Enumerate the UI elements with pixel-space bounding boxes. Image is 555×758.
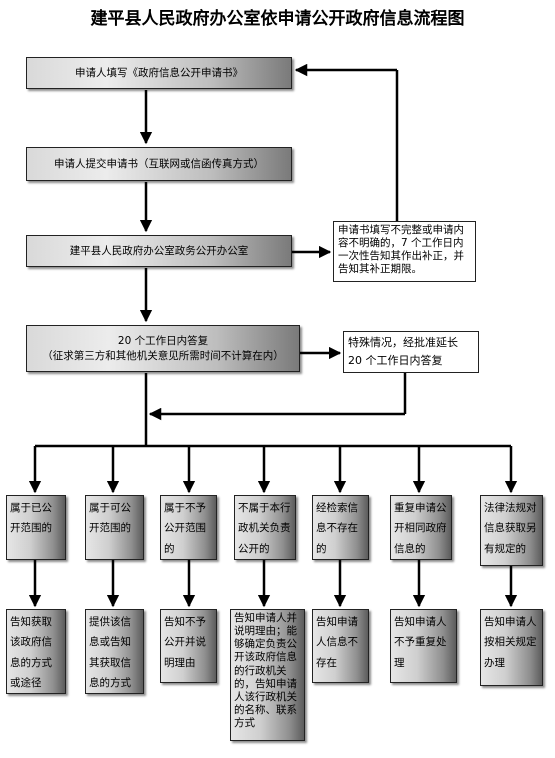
page-title: 建平县人民政府办公室依申请公开政府信息流程图 [90,9,465,29]
category-can-be-public: 属于可公开范围的 [85,495,144,560]
outcome-refuse-with-reason: 告知不予公开并说明理由 [160,609,217,683]
category-label: 属于可公开范围的 [89,502,131,535]
outcome-label: 告知申请人信息不存在 [316,616,358,669]
outcome-label: 告知不予公开并说明理由 [164,616,206,669]
outcome-access-method: 告知获取该政府信息的方式或途径 [6,609,66,694]
category-repeat-request: 重复申请公开相同政府信息的 [390,495,452,560]
outcome-label: 提供该信息或告知其获取信息的方式 [89,616,131,690]
step-fill-form: 申请人填写《政府信息公开申请书》 [26,57,292,89]
category-label: 经检索信息不存在的 [316,502,358,555]
step-reply-line2: （征求第三方和其他机关意见所需时间不计算在内） [42,349,284,362]
category-label: 法律法规对信息获取另有规定的 [484,502,537,555]
outcome-follow-regulations: 告知申请人按相关规定办理 [480,609,543,686]
extension-line1: 特殊情况，经批准延长 [348,336,458,349]
extension-line2: 20 个工作日内答复 [348,353,443,367]
outcome-provide-info: 提供该信息或告知其获取信息的方式 [85,609,144,694]
step-reply-20-days: 20 个工作日内答复 （征求第三方和其他机关意见所需时间不计算在内） [26,325,300,372]
category-not-public: 属于不予公开范围的 [160,495,217,560]
step-government-office-label: 建平县人民政府办公室政务公开办公室 [69,244,249,257]
category-label: 属于已公开范围的 [10,502,52,535]
incomplete-application-box: 申请书填写不完整或申请内容不明确的，7 个工作日内一次性告知其作出补正，并告知其… [333,221,476,282]
step-submit-application: 申请人提交申请书（互联网或信函传真方式） [26,147,292,181]
category-info-not-exist: 经检索信息不存在的 [312,495,369,560]
incomplete-application-text: 申请书填写不完整或申请内容不明确的，7 个工作日内一次性告知其作出补正，并告知其… [338,224,464,276]
step-submit-application-label: 申请人提交申请书（互联网或信函传真方式） [54,157,264,170]
step-reply-line1: 20 个工作日内答复 [117,335,209,348]
category-label: 不属于本行政机关负责公开的 [238,502,291,555]
outcome-label: 告知申请人按相关规定办理 [484,616,537,669]
outcome-not-exist: 告知申请人信息不存在 [312,609,369,683]
extension-box: 特殊情况，经批准延长 20 个工作日内答复 [343,331,479,373]
category-other-regulations: 法律法规对信息获取另有规定的 [480,495,543,566]
category-label: 重复申请公开相同政府信息的 [394,502,447,555]
category-label: 属于不予公开范围的 [164,502,206,555]
step-fill-form-label: 申请人填写《政府信息公开申请书》 [75,66,243,79]
outcome-refer-other-agency: 告知申请人并说明理由；能够确定负责公开该政府信息的行政机关的，告知申请人该行政机… [230,609,305,741]
category-not-this-agency: 不属于本行政机关负责公开的 [234,495,296,560]
outcome-label: 告知申请人并说明理由；能够确定负责公开该政府信息的行政机关的，告知申请人该行政机… [234,612,297,729]
step-government-office: 建平县人民政府办公室政务公开办公室 [26,235,292,267]
category-already-public: 属于已公开范围的 [6,495,66,560]
outcome-no-repeat: 告知申请人不予重复处理 [390,609,457,683]
outcome-label: 告知申请人不予重复处理 [394,616,447,669]
outcome-label: 告知获取该政府信息的方式或途径 [10,616,52,690]
